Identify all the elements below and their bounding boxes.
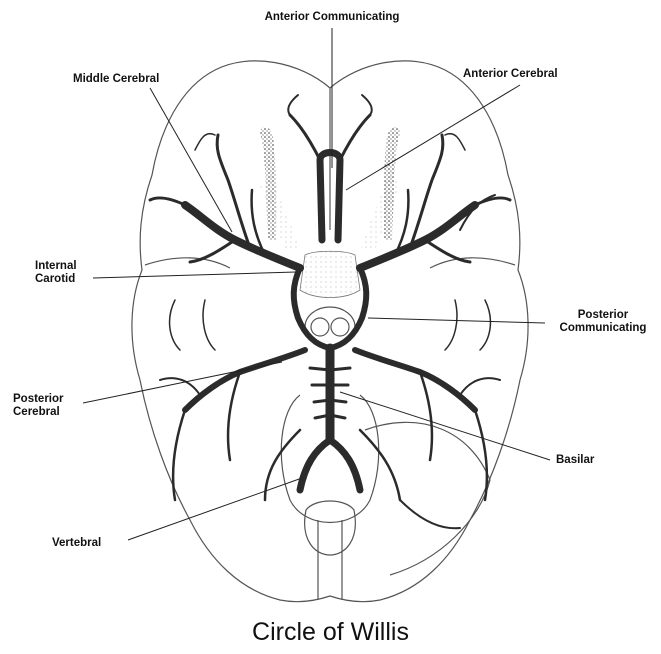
- brain-outline: [132, 61, 528, 602]
- leader-posterior-cerebral: [83, 362, 282, 403]
- label-anterior-cerebral: Anterior Cerebral: [463, 68, 558, 81]
- leader-internal-carotid: [93, 272, 296, 278]
- label-posterior-cerebral-line2: Cerebral: [13, 406, 64, 419]
- label-vertebral: Vertebral: [52, 537, 101, 550]
- label-posterior-communicating-line1: Posterior: [548, 309, 658, 322]
- label-posterior-cerebral: Posterior Cerebral: [13, 393, 64, 419]
- label-internal-carotid-line1: Internal: [35, 260, 77, 273]
- label-posterior-cerebral-line1: Posterior: [13, 393, 64, 406]
- label-middle-cerebral: Middle Cerebral: [73, 73, 159, 86]
- label-internal-carotid: Internal Carotid: [35, 260, 77, 286]
- label-posterior-communicating: Posterior Communicating: [548, 309, 658, 335]
- leader-basilar: [340, 392, 550, 460]
- diagram-title: Circle of Willis: [0, 618, 661, 647]
- label-basilar: Basilar: [556, 454, 594, 467]
- label-anterior-communicating: Anterior Communicating: [232, 11, 432, 24]
- optic-chiasm: [300, 251, 360, 297]
- label-posterior-communicating-line2: Communicating: [548, 322, 658, 335]
- label-internal-carotid-line2: Carotid: [35, 273, 77, 286]
- leader-vertebral: [128, 478, 302, 540]
